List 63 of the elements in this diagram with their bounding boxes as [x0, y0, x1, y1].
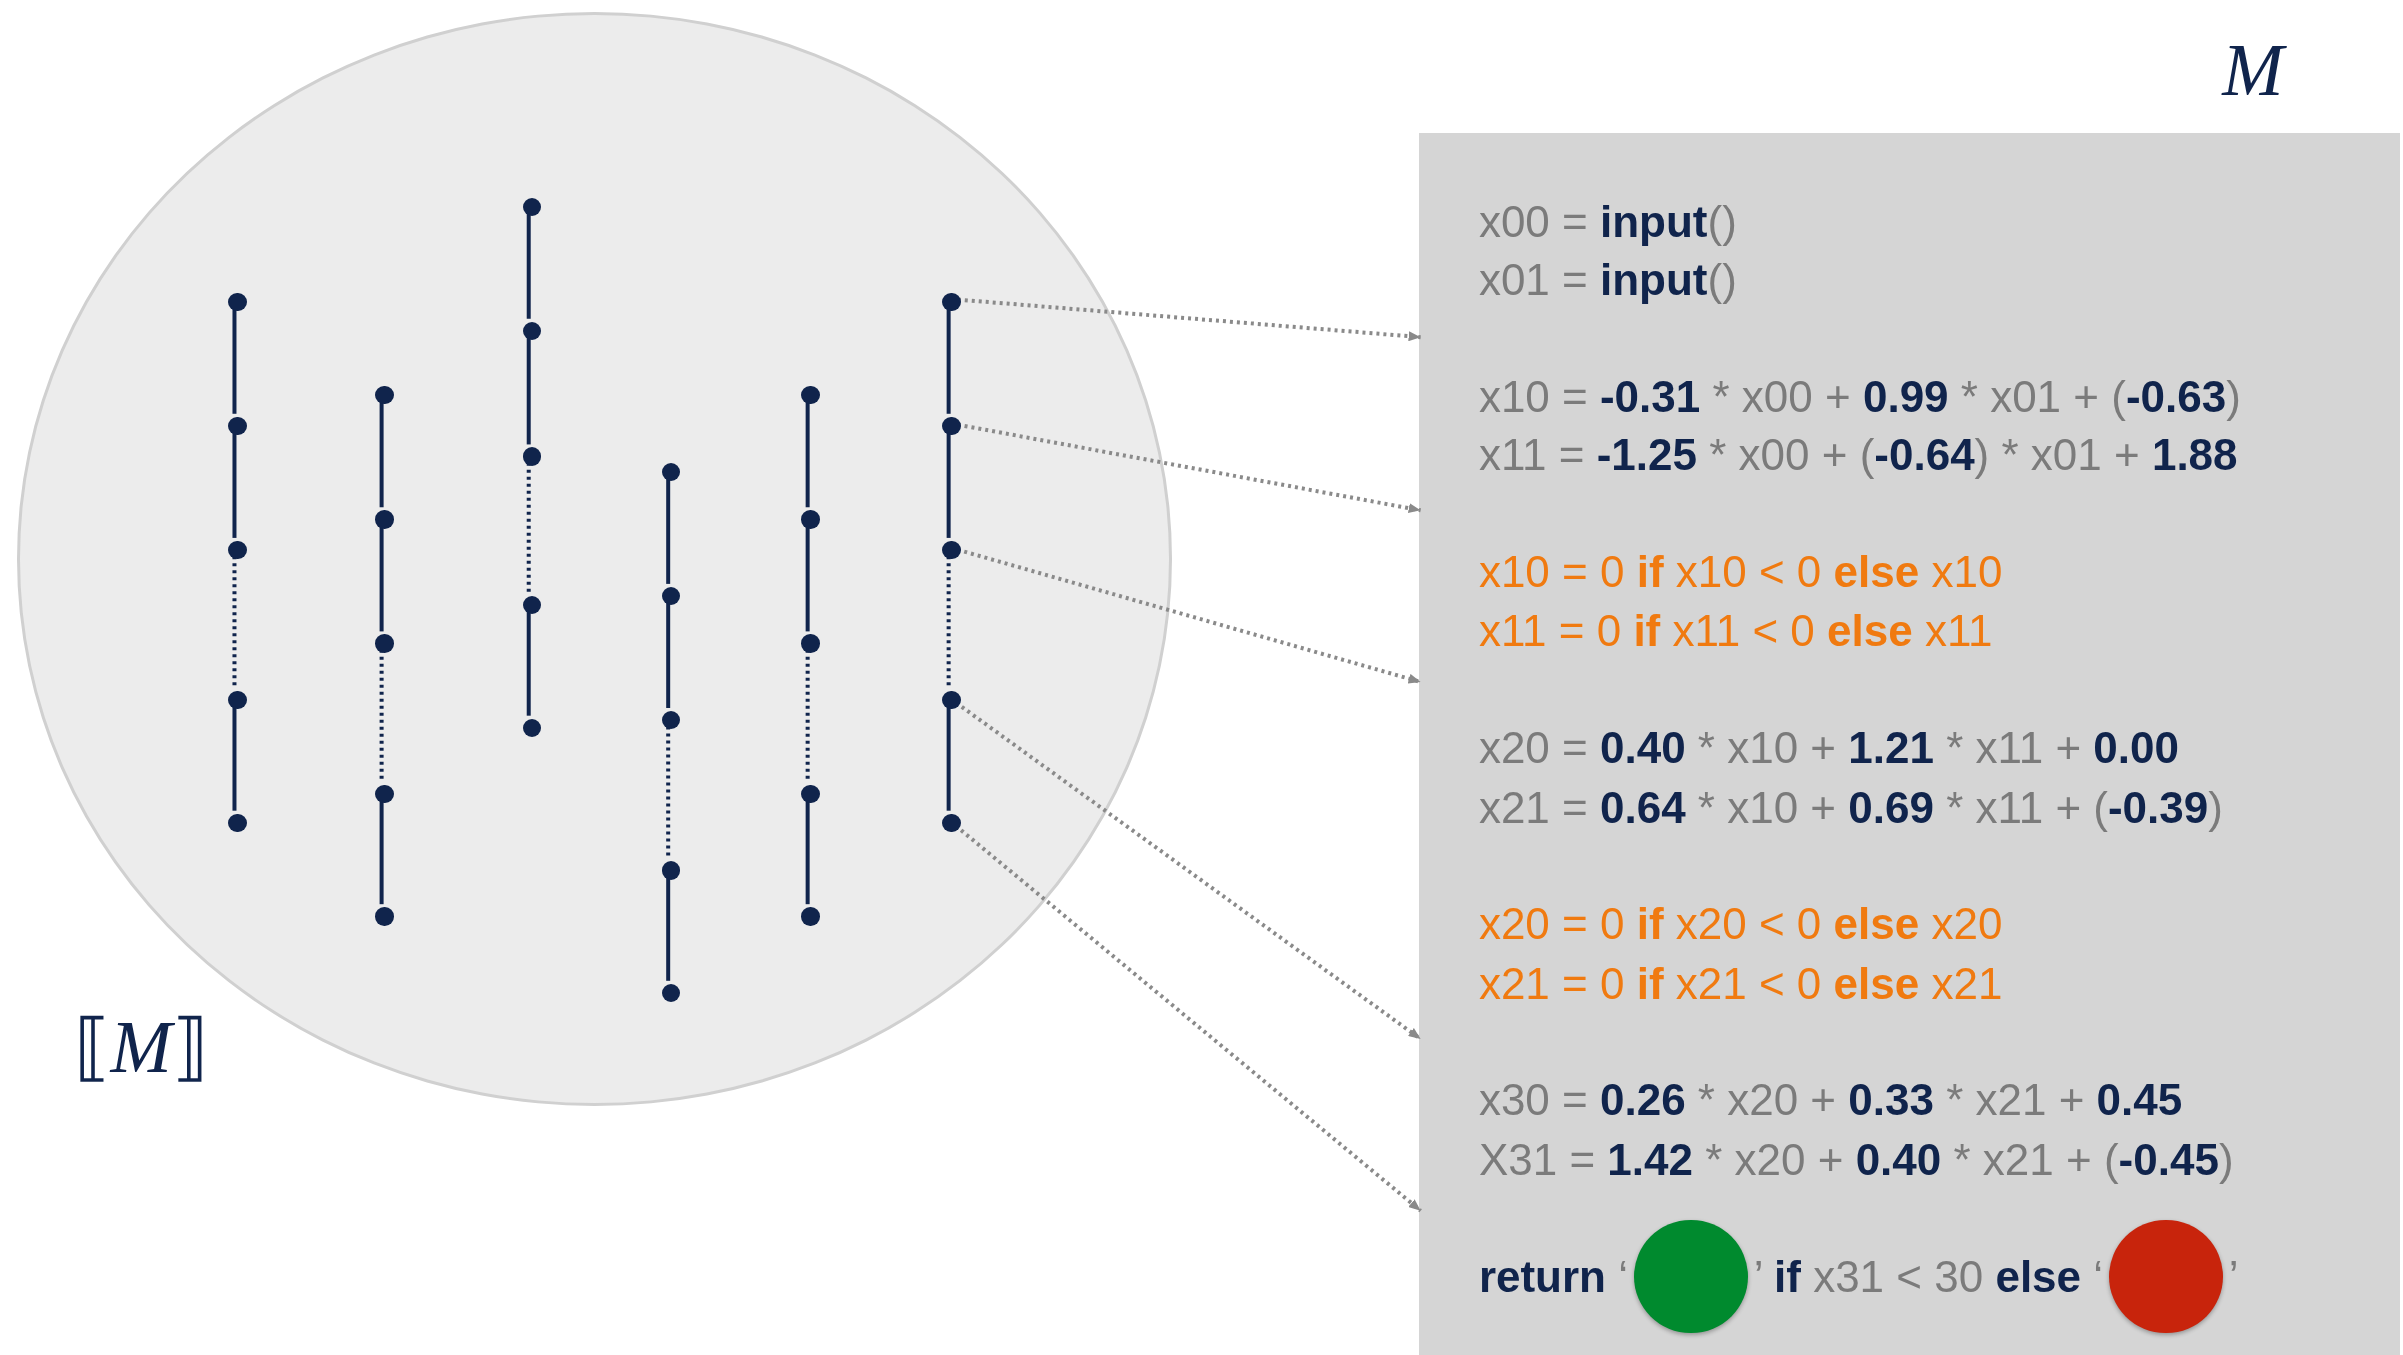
code-line: X31 = 1.42* x20 + 0.40* x21 + (-0.45) [1478, 1134, 2234, 1186]
neuron-dot [661, 586, 681, 606]
neuron-dot [522, 321, 541, 341]
neuron-dot [228, 540, 247, 560]
connector-line [666, 876, 671, 981]
neuron-dot [801, 784, 820, 803]
neuron-dot [801, 634, 820, 653]
neuron-dot [661, 983, 681, 1003]
dotted-connector [526, 462, 531, 594]
connector-line [526, 337, 531, 445]
code-line: x00 = input() [1478, 196, 1737, 249]
neuron-dot [942, 540, 961, 560]
connector-line [946, 706, 951, 811]
neuron-dot [522, 718, 541, 738]
connector-line [379, 800, 384, 905]
connector-line [379, 401, 384, 508]
code-text: return ‘ [1478, 1250, 1628, 1303]
connector-line [805, 800, 810, 905]
neuron-dot [942, 292, 961, 311]
neuron-dot [375, 510, 394, 529]
connector-line [526, 213, 531, 319]
neuron-dot [228, 691, 247, 710]
connector-line [232, 432, 237, 538]
connector-line [666, 602, 671, 709]
code-line: x11 = 0 if x11 < 0 else x11 [1478, 605, 1993, 658]
neuron-dot [375, 907, 394, 926]
neuron-dot [801, 907, 820, 926]
neuron-dot [228, 292, 247, 311]
connector-line [232, 706, 237, 811]
neuron-dot [375, 784, 394, 803]
neuron-dot [942, 416, 961, 436]
code-line: x10 = -0.31* x00 + 0.99* x01 + (-0.63) [1478, 370, 2241, 423]
neuron-dot [801, 386, 820, 405]
neuron-dot [661, 462, 681, 482]
code-text: ’ if x31 < 30 else ‘ [1753, 1250, 2104, 1303]
code-line: x21 = 0.64* x10 + 0.69* x11 + (-0.39) [1478, 781, 2223, 834]
neuron-dot [228, 416, 247, 436]
code-line: x21 = 0 if x21 < 0 else x21 [1478, 957, 2003, 1010]
code-line: x11 = -1.25* x00 + (-0.64) * x01 + 1.88 [1478, 429, 2238, 482]
neuron-dot [942, 813, 961, 833]
code-text: ’ [2228, 1250, 2239, 1303]
connector-line [666, 478, 671, 584]
neuron-dot [661, 711, 681, 730]
connector-line [232, 308, 237, 414]
code-line: x10 = 0 if x10 < 0 else x10 [1478, 545, 2003, 598]
code-line: x01 = input() [1478, 254, 1737, 307]
neuron-dot [228, 813, 247, 833]
neuron-dot [522, 596, 541, 615]
connector-line [946, 432, 951, 538]
code-line: x30 = 0.26* x20 + 0.33* x21 + 0.45 [1478, 1074, 2183, 1127]
neuron-dot [522, 447, 541, 466]
semantics-label: ⟦M⟧ [73, 1011, 209, 1085]
neuron-dot [522, 197, 541, 216]
neuron-dot [375, 634, 394, 653]
neuron-dot [801, 510, 820, 529]
connector-line [526, 611, 531, 716]
connector-line [805, 401, 810, 508]
neuron-dot [942, 691, 961, 710]
neuron-dot [375, 386, 394, 405]
connector-line [946, 308, 951, 414]
code-line: x20 = 0 if x20 < 0 else x20 [1478, 898, 2003, 950]
code-line: x20 = 0.40* x10 + 1.21* x11 + 0.00 [1478, 721, 2179, 774]
neuron-dot [661, 861, 681, 880]
